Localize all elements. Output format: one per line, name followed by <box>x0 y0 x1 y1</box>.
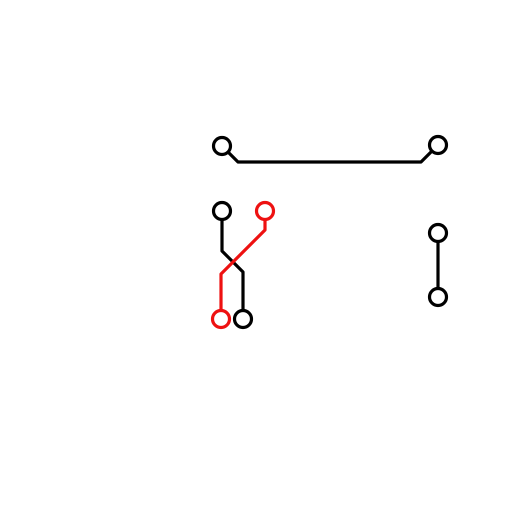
pin-c-terminal[interactable] <box>211 200 233 222</box>
pin-e-terminal[interactable] <box>232 308 254 330</box>
pin-layer <box>210 134 449 330</box>
wire-top-link <box>220 143 440 164</box>
pin-b-terminal[interactable] <box>427 134 449 156</box>
pin-d-terminal[interactable] <box>254 200 276 222</box>
pin-g-terminal[interactable] <box>427 222 449 244</box>
pin-h-terminal[interactable] <box>427 286 449 308</box>
pin-a-terminal[interactable] <box>211 135 233 157</box>
pin-f-terminal[interactable] <box>210 308 232 330</box>
